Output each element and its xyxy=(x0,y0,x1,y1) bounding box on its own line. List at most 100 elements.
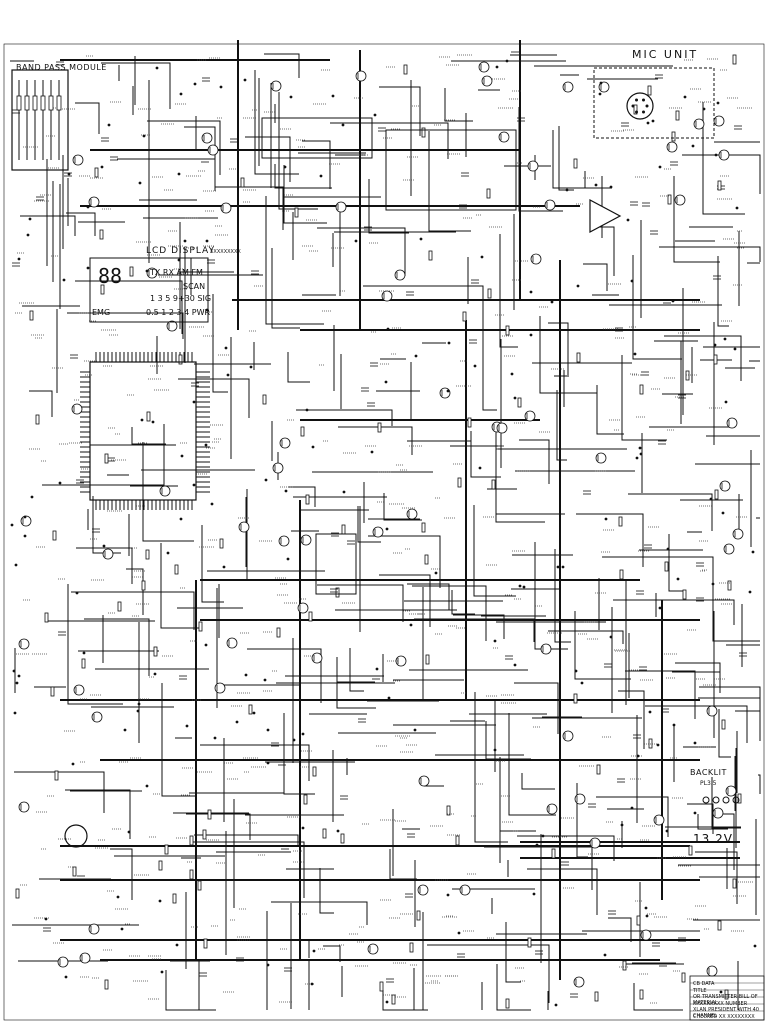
junction-dot xyxy=(23,515,27,519)
resistor xyxy=(104,453,109,464)
wire xyxy=(319,868,334,914)
resistor xyxy=(100,284,105,295)
junction-dot xyxy=(86,205,90,209)
junction-dot xyxy=(666,547,670,551)
junction-dot xyxy=(336,829,340,833)
junction-dot xyxy=(518,584,522,588)
junction-dot xyxy=(656,743,660,747)
transistor-body xyxy=(214,682,226,694)
junction-dot xyxy=(224,346,228,350)
junction-dot xyxy=(753,944,757,948)
junction-dot xyxy=(672,723,676,727)
junction-dot xyxy=(266,728,270,732)
resistor xyxy=(335,587,340,598)
wire xyxy=(427,944,550,1003)
transistor-body xyxy=(381,290,393,302)
junction-dot xyxy=(210,502,214,506)
junction-dot xyxy=(235,720,239,724)
resistor xyxy=(633,104,638,115)
junction-dot xyxy=(413,728,417,732)
resistor xyxy=(664,561,669,572)
resistor xyxy=(618,516,623,527)
transistor-body xyxy=(439,387,451,399)
resistor xyxy=(202,829,207,840)
wire xyxy=(505,922,521,983)
transistor-body xyxy=(146,267,158,279)
junction-dot xyxy=(550,300,554,304)
wire xyxy=(264,53,300,78)
wire xyxy=(632,255,682,360)
transistor-body xyxy=(406,508,418,520)
junction-dot xyxy=(609,185,613,189)
transistor-body xyxy=(226,637,238,649)
junction-dot xyxy=(541,834,545,838)
transistor-body xyxy=(88,923,100,935)
junction-dot xyxy=(71,762,75,766)
junction-dot xyxy=(137,702,141,706)
wire xyxy=(413,968,428,1011)
lcd-digits: 88 xyxy=(98,264,123,288)
wire xyxy=(389,849,417,880)
title-block-line-3: OR TRANSMITTER BILL OF MATERIAL xyxy=(693,994,758,1006)
junction-dot xyxy=(480,255,484,259)
wire xyxy=(65,789,131,839)
junction-dot xyxy=(693,741,697,745)
transistor-body xyxy=(278,535,290,547)
resistor xyxy=(685,370,690,381)
junction-dot xyxy=(671,299,675,303)
wire xyxy=(336,657,376,709)
junction-dot xyxy=(107,123,111,127)
junction-dot xyxy=(15,681,19,685)
transistor-body xyxy=(272,462,284,474)
resistor xyxy=(573,158,578,169)
wire xyxy=(412,585,487,641)
resistor xyxy=(681,972,686,983)
wire xyxy=(101,62,171,109)
junction-dot xyxy=(219,85,223,89)
title-block-line-1: CB DATA xyxy=(693,981,715,987)
junction-dot xyxy=(341,123,345,127)
resistor xyxy=(671,131,676,142)
wire xyxy=(283,165,327,224)
junction-dot xyxy=(702,107,706,111)
junction-dot xyxy=(513,663,517,667)
op-amp xyxy=(589,199,622,233)
junction-dot xyxy=(733,347,737,351)
junction-dot xyxy=(510,372,514,376)
wire xyxy=(382,990,426,1011)
resistor xyxy=(446,805,451,816)
resistor xyxy=(54,770,59,781)
lcd-scan-row: SCAN xyxy=(183,282,206,291)
resistor xyxy=(467,417,472,428)
junction-dot xyxy=(522,585,526,589)
band-pass-module-label: BAND PASS MODULE xyxy=(16,63,107,72)
resistor xyxy=(99,229,104,240)
junction-dot xyxy=(478,466,482,470)
wire xyxy=(160,543,202,629)
transistor-body xyxy=(270,80,282,92)
resistor xyxy=(81,658,86,669)
junction-dot xyxy=(226,373,230,377)
title-block-line-4: XXXXXXXXX NUMBER xyxy=(693,1001,748,1007)
mic-pin xyxy=(645,104,649,108)
wire xyxy=(514,682,559,734)
junction-dot xyxy=(676,577,680,581)
junction-dot xyxy=(387,696,391,700)
resistor xyxy=(141,580,146,591)
resistor xyxy=(424,554,429,565)
resistor xyxy=(457,477,462,488)
transistor-body xyxy=(527,160,539,172)
junction-dot xyxy=(513,396,517,400)
transistor-body xyxy=(653,814,665,826)
wire xyxy=(330,122,449,159)
wire xyxy=(673,176,720,263)
transistor-body xyxy=(718,149,730,161)
transistor-body xyxy=(726,417,738,429)
transistor-body xyxy=(300,534,312,546)
resistor xyxy=(486,188,491,199)
junction-dot xyxy=(284,489,288,493)
wire xyxy=(338,426,413,455)
transistor-body xyxy=(706,965,718,977)
wire xyxy=(552,130,612,189)
wire xyxy=(287,352,310,383)
